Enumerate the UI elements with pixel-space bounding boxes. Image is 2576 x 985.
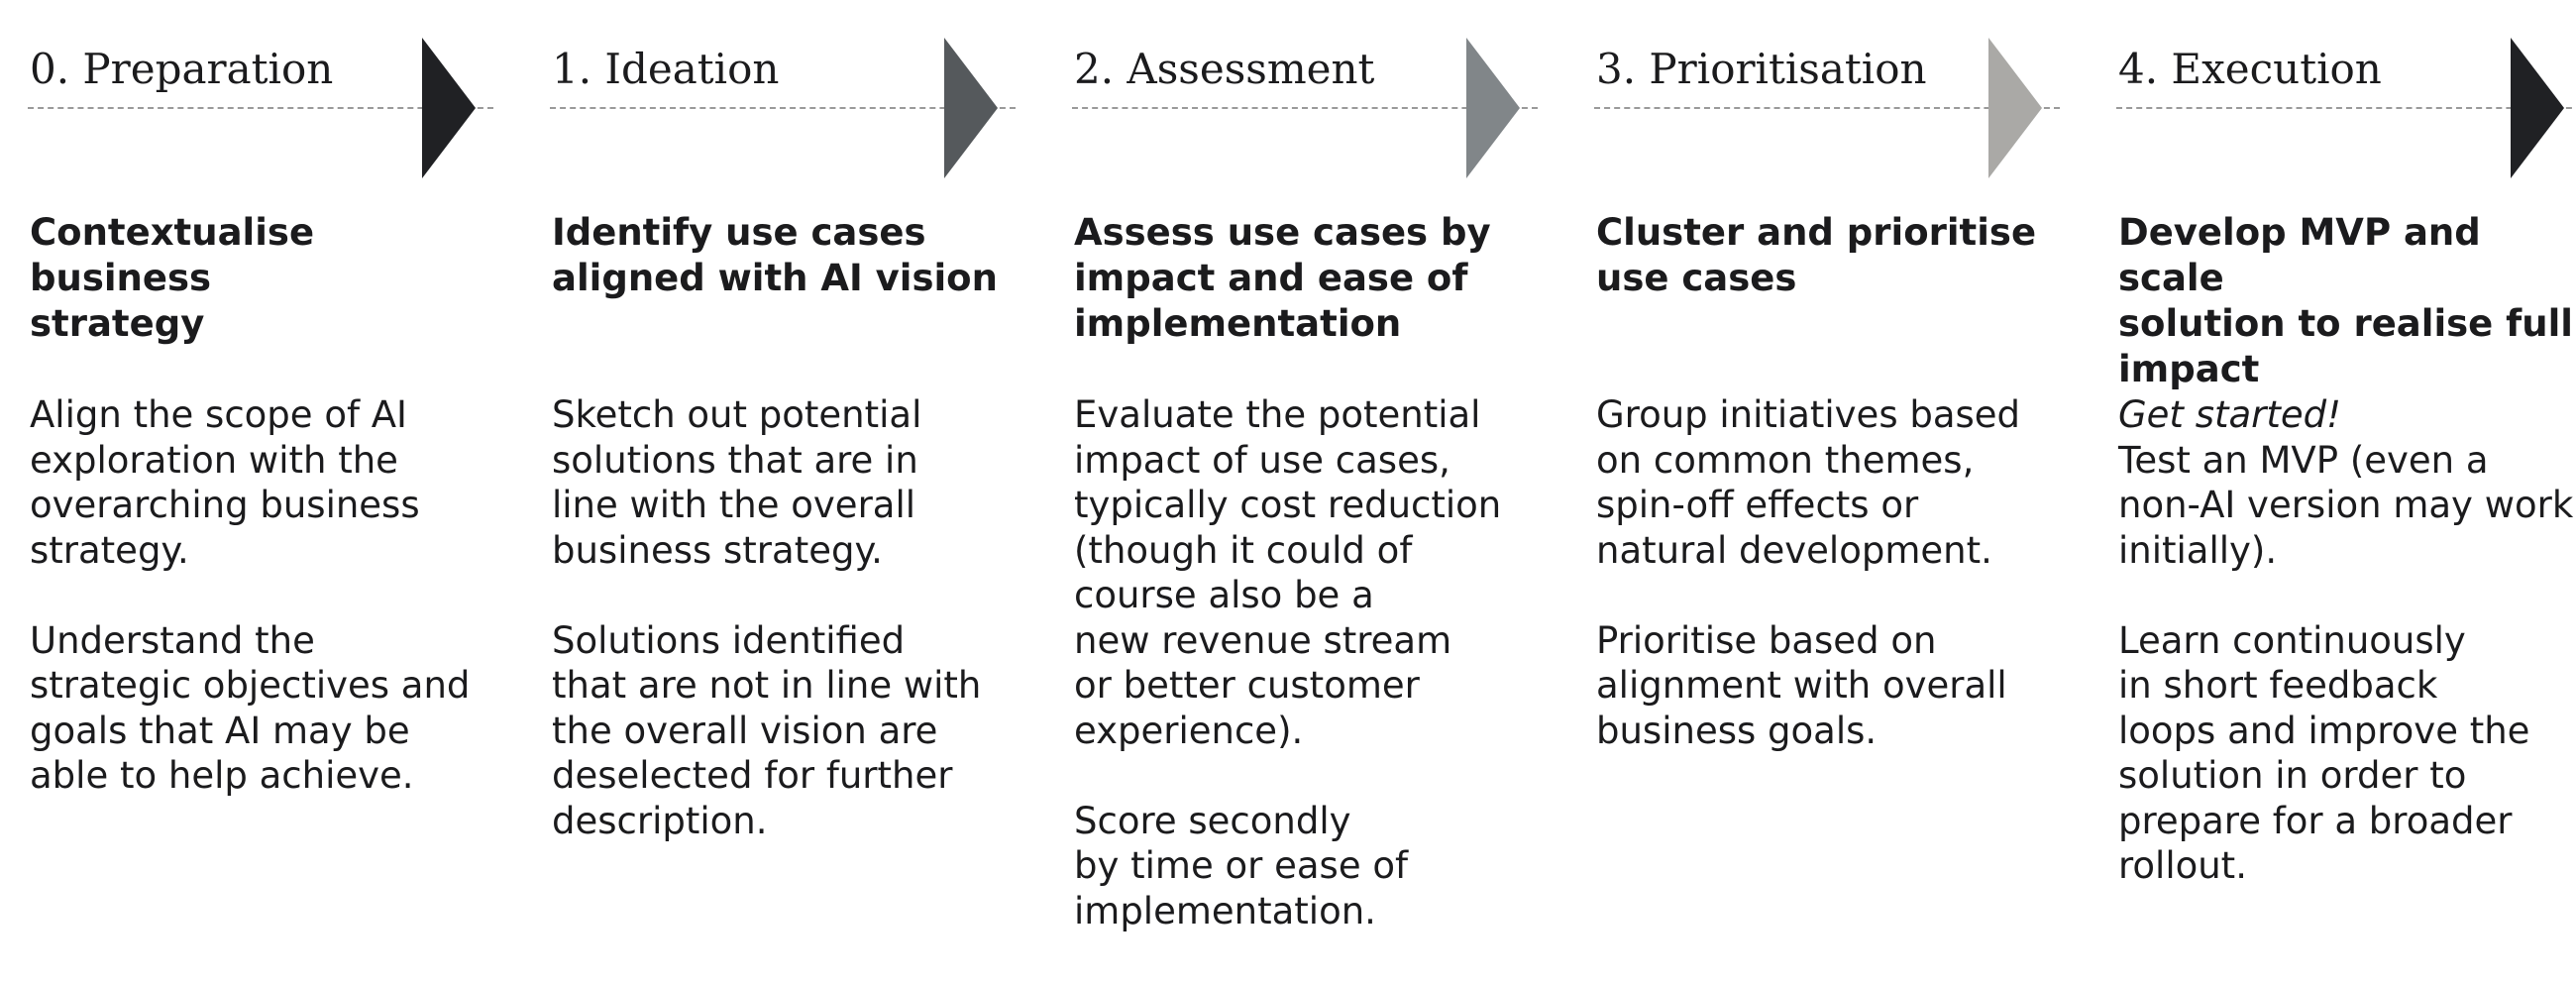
stage-paragraph: Align the scope of AI exploration with t… (30, 393, 420, 572)
timeline-dotted-line (28, 107, 493, 109)
chevron-arrow-icon (422, 38, 476, 178)
stage-paragraph: Learn continuously in short feedback loo… (2118, 618, 2530, 888)
stage-paragraph: Evaluate the potential impact of use cas… (1074, 393, 1502, 752)
stage-prioritisation: 3. Prioritisation Cluster and prioritise… (1566, 0, 2082, 985)
stage-paragraph: Group initiatives based on common themes… (1596, 393, 2021, 572)
stage-description: Get started! Test an MVP (even a non-AI … (2118, 392, 2576, 933)
chevron-arrow-shape (1988, 38, 2042, 178)
stage-heading: Contextualise business strategy (30, 210, 505, 347)
stage-heading: Assess use cases by impact and ease of i… (1074, 210, 1550, 347)
stage-heading: Cluster and prioritise use cases (1596, 210, 2072, 301)
stage-paragraph: Prioritise based on alignment with overa… (1596, 618, 2007, 752)
stage-heading-text: Contextualise business strategy (30, 211, 315, 345)
stage-preparation: 0. Preparation Contextualise business st… (0, 0, 515, 985)
stage-description: Group initiatives based on common themes… (1596, 392, 2111, 799)
stage-paragraph: Score secondly by time or ease of implem… (1074, 799, 1409, 932)
chevron-arrow-shape (1466, 38, 1520, 178)
chevron-arrow-shape (944, 38, 998, 178)
stage-ideation: 1. Ideation Identify use cases aligned w… (522, 0, 1037, 985)
timeline-dotted-line (2116, 107, 2576, 109)
chevron-arrow-icon (1466, 38, 1520, 178)
chevron-arrow-icon (1988, 38, 2042, 178)
stage-description: Sketch out potential solutions that are … (552, 392, 1067, 889)
stage-title: 0. Preparation (30, 45, 334, 93)
stage-heading: Identify use cases aligned with AI visio… (552, 210, 1027, 301)
chevron-arrow-icon (944, 38, 998, 178)
stage-title: 4. Execution (2118, 45, 2382, 93)
timeline-dotted-line (1072, 107, 1538, 109)
stage-heading-text: Develop MVP and scale solution to realis… (2118, 211, 2573, 390)
stage-assessment: 2. Assessment Assess use cases by impact… (1044, 0, 1559, 985)
stage-heading: Develop MVP and scale solution to realis… (2118, 210, 2576, 392)
stage-description: Evaluate the potential impact of use cas… (1074, 392, 1589, 979)
stage-title: 3. Prioritisation (1596, 45, 1927, 93)
stage-title: 1. Ideation (552, 45, 780, 93)
chevron-arrow-icon (2511, 38, 2564, 178)
timeline-dotted-line (1594, 107, 2060, 109)
stage-heading-text: Assess use cases by impact and ease of i… (1074, 211, 1491, 345)
timeline-dotted-line (550, 107, 1016, 109)
stage-paragraph: Sketch out potential solutions that are … (552, 393, 922, 572)
stage-title: 2. Assessment (1074, 45, 1375, 93)
stage-description: Align the scope of AI exploration with t… (30, 392, 545, 843)
stage-heading-text: Identify use cases aligned with AI visio… (552, 211, 998, 299)
stage-paragraph: Solutions identified that are not in lin… (552, 618, 982, 842)
stage-paragraph: Test an MVP (even a non-AI version may w… (2118, 438, 2574, 572)
stage-execution: 4. Execution Develop MVP and scale solut… (2089, 0, 2576, 985)
stage-intro-italic: Get started! (2118, 393, 2341, 436)
chevron-arrow-shape (2511, 38, 2564, 178)
chevron-arrow-shape (422, 38, 476, 178)
stage-paragraph: Understand the strategic objectives and … (30, 618, 471, 798)
stage-heading-text: Cluster and prioritise use cases (1596, 211, 2037, 299)
